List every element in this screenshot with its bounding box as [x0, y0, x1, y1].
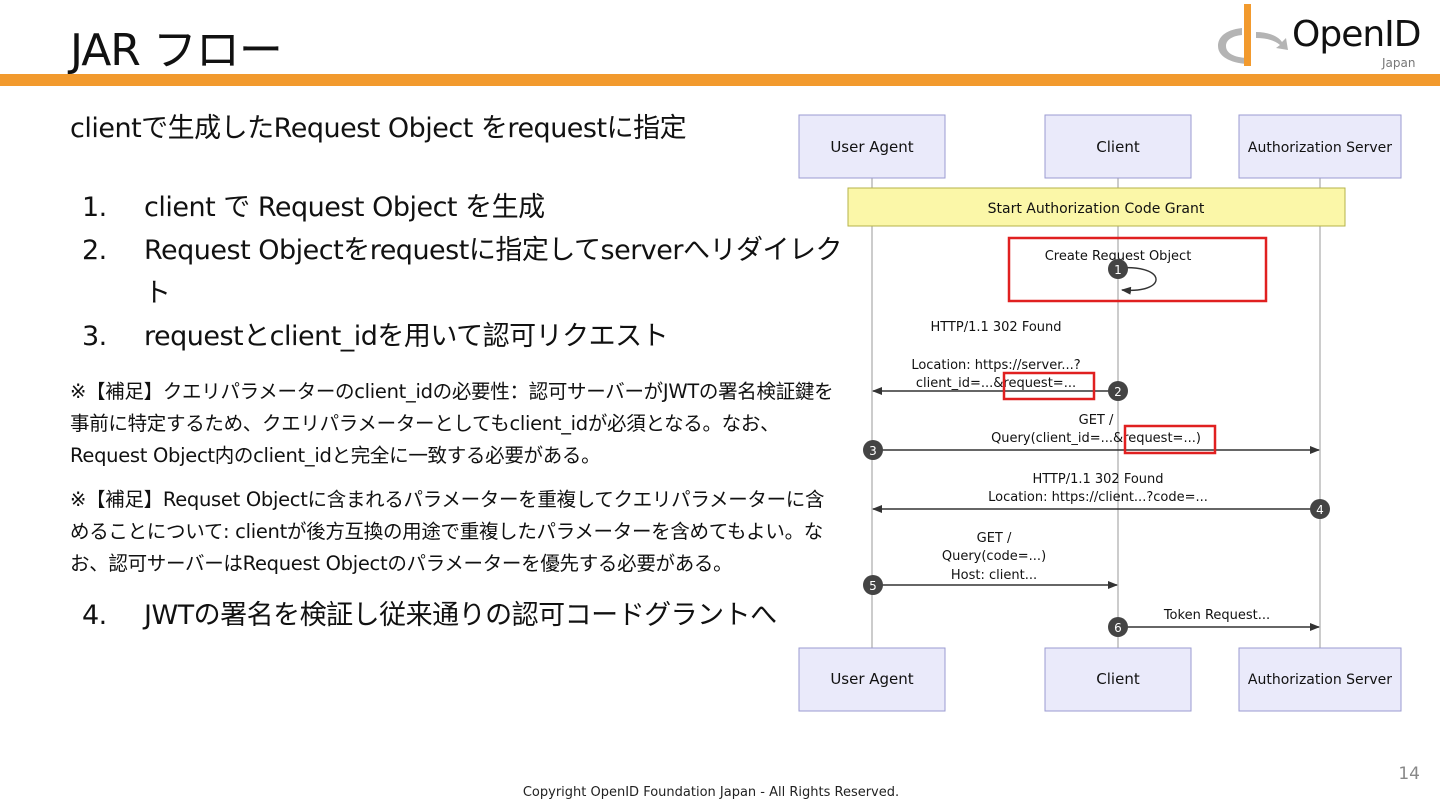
list-item: 3. requestとclient_idを用いて認可リクエスト: [82, 315, 842, 358]
message-6-label: Token Request...: [1163, 608, 1270, 623]
logo-subtitle: Japan: [1382, 56, 1416, 70]
participant-authorization-server-top: Authorization Server: [1238, 114, 1402, 179]
step-badge-6: 6: [1108, 617, 1128, 637]
message-1-label: Create Request Object: [1045, 249, 1192, 264]
supplement-note-duplicate-params: ※【補足】Requset Objectに含まれるパラメーターを重複してクエリパラ…: [70, 488, 825, 575]
svg-text:3: 3: [869, 444, 877, 458]
list-item: 1. client で Request Object を生成: [82, 186, 842, 229]
message-5-line-3: Host: client...: [951, 568, 1037, 583]
participant-label: Client: [1096, 138, 1140, 156]
step-badge-5: 5: [863, 575, 883, 595]
step-badge-1: 1: [1108, 259, 1128, 279]
svg-text:6: 6: [1114, 621, 1122, 635]
svg-text:5: 5: [869, 579, 877, 593]
list-item: 2. Request Objectをrequestに指定してserverへリダイ…: [82, 229, 842, 315]
highlight-request-param-redirect: [1002, 371, 1096, 401]
header-rule: [0, 74, 1440, 86]
step-number: 2.: [82, 235, 107, 266]
message-4-line-2: Location: https://client...?code=...: [988, 490, 1208, 505]
openid-logo: OpenID Japan: [1212, 4, 1432, 72]
participant-label: User Agent: [830, 670, 913, 688]
participant-label: Authorization Server: [1248, 672, 1392, 688]
svg-text:1: 1: [1114, 263, 1122, 277]
message-3-line-2: Query(client_id=...&request=...): [991, 431, 1201, 446]
participant-label: Client: [1096, 670, 1140, 688]
message-2-line-2: Location: https://server...?: [911, 358, 1080, 373]
message-2-line-3: client_id=...&request=...: [916, 376, 1076, 391]
step-number: 1.: [82, 192, 107, 223]
step-text: requestとclient_idを用いて認可リクエスト: [144, 321, 669, 352]
step-text: client で Request Object を生成: [144, 192, 545, 223]
participant-label: Authorization Server: [1248, 140, 1392, 156]
message-2-line-1: HTTP/1.1 302 Found: [930, 320, 1061, 335]
step-list-continued: 4. JWTの署名を検証し従来通りの認可コードグラントへ: [82, 594, 842, 637]
participant-user-agent-top: User Agent: [798, 114, 946, 179]
highlight-request-param-query: [1123, 424, 1217, 455]
message-4-line-1: HTTP/1.1 302 Found: [1032, 472, 1163, 487]
list-item: 4. JWTの署名を検証し従来通りの認可コードグラントへ: [82, 594, 842, 637]
message-3-line-1: GET /: [1079, 413, 1114, 428]
participant-user-agent-bottom: User Agent: [798, 647, 946, 712]
slide-title: JAR フロー: [70, 25, 283, 76]
highlight-create-request: [1007, 236, 1268, 303]
step-badge-2: 2: [1108, 381, 1128, 401]
sequence-diagram: User Agent Client Authorization Server S…: [796, 112, 1404, 714]
participant-client-bottom: Client: [1044, 647, 1192, 712]
page-number: 14: [1398, 764, 1420, 784]
participant-client-top: Client: [1044, 114, 1192, 179]
step-number: 3.: [82, 321, 107, 352]
copyright-footer: Copyright OpenID Foundation Japan - All …: [522, 785, 900, 800]
participant-authorization-server-bottom: Authorization Server: [1238, 647, 1402, 712]
message-5-line-2: Query(code=...): [942, 549, 1046, 564]
step-badge-4: 4: [1310, 499, 1330, 519]
step-text: Request Objectをrequestに指定してserverへリダイレクト: [144, 235, 842, 309]
note-label: Start Authorization Code Grant: [988, 201, 1205, 217]
message-5-line-1: GET /: [977, 531, 1012, 546]
logo-wordmark: OpenID: [1292, 14, 1421, 55]
step-text: JWTの署名を検証し従来通りの認可コードグラントへ: [144, 600, 777, 631]
supplement-note-client-id: ※【補足】クエリパラメーターのclient_idの必要性：認可サーバーがJWTの…: [70, 380, 834, 467]
note-start-grant: Start Authorization Code Grant: [847, 187, 1346, 227]
step-number: 4.: [82, 600, 107, 631]
openid-logo-icon: [1218, 4, 1288, 66]
lead-text: clientで生成したRequest Object をrequestに指定: [70, 113, 687, 144]
message-1-arrow: [1117, 266, 1157, 295]
participant-label: User Agent: [830, 138, 913, 156]
svg-text:4: 4: [1316, 503, 1324, 517]
svg-text:2: 2: [1114, 385, 1122, 399]
step-badge-3: 3: [863, 440, 883, 460]
step-list: 1. client で Request Object を生成 2. Reques…: [82, 186, 842, 358]
